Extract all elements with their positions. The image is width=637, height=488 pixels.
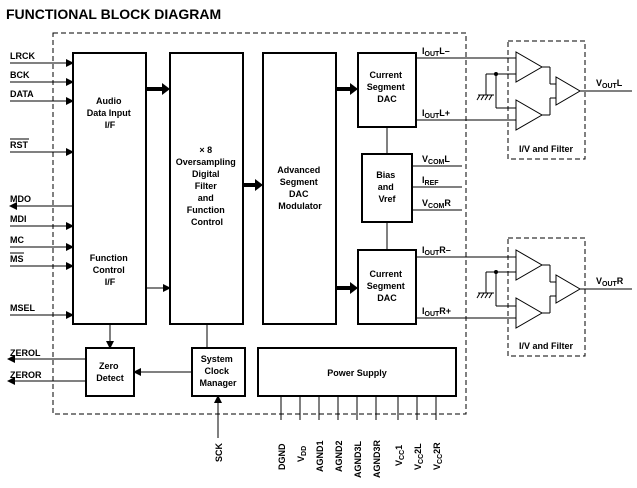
voutl-label: VOUTL — [596, 78, 623, 90]
pin-zerol: ZEROL — [10, 348, 41, 358]
function-control-if-label: Function Control I/F — [90, 253, 131, 287]
dac-bottom-label: Current Segment DAC — [367, 269, 408, 303]
iv-filter-top — [476, 40, 632, 160]
pin-zeror: ZEROR — [10, 370, 42, 380]
ioutr-plus-label: IOUTR+ — [422, 306, 451, 318]
interface-block — [72, 52, 147, 325]
pin-ms: MS — [10, 254, 24, 264]
pin-agnd2: AGND2 — [334, 440, 344, 472]
pin-mdo: MDO — [10, 194, 31, 204]
pin-vcc2l: VCC2L — [413, 443, 425, 470]
ioutl-plus-label: IOUTL+ — [422, 108, 450, 120]
audio-data-input-label: Audio Data Input I/F — [87, 96, 134, 130]
modulator-block — [262, 52, 337, 325]
pin-mdi: MDI — [10, 214, 27, 224]
ioutr-minus-label: IOUTR– — [422, 245, 451, 257]
dac-output-lines — [416, 57, 516, 319]
bias-output-lines — [412, 165, 462, 211]
dac-top-block — [357, 52, 417, 128]
pin-rst: RST — [10, 140, 29, 150]
pin-mc: MC — [10, 235, 24, 245]
voutr-label: VOUTR — [596, 276, 624, 288]
pin-data: DATA — [10, 89, 34, 99]
pin-dgnd: DGND — [277, 443, 287, 470]
pin-msel: MSEL — [10, 303, 36, 313]
pin-agnd3r: AGND3R — [372, 439, 382, 478]
zero-detect-label: Zero Detect — [96, 361, 124, 383]
vcoml-label: VCOML — [422, 154, 450, 166]
iv-filter-bottom-label: I/V and Filter — [519, 341, 574, 351]
filter-label: × 8 Oversampling Digital Filter and Func… — [176, 145, 239, 227]
iref-label: IREF — [422, 175, 439, 187]
diagram-title: FUNCTIONAL BLOCK DIAGRAM — [6, 6, 221, 22]
bus-arrows — [146, 83, 358, 294]
pin-bck: BCK — [10, 70, 30, 80]
input-lines — [9, 59, 74, 319]
filter-block — [169, 52, 244, 325]
pin-agnd3l: AGND3L — [353, 440, 363, 478]
clock-manager-block — [191, 347, 246, 397]
pin-vdd: VDD — [296, 446, 308, 462]
pin-vcc2r: VCC2R — [432, 442, 444, 470]
pin-lrck: LRCK — [10, 51, 35, 61]
power-pin-lines — [280, 396, 437, 420]
zero-detect-block — [85, 347, 135, 397]
bias-label: Bias and Vref — [376, 170, 398, 204]
vcomr-label: VCOMR — [422, 198, 451, 210]
pin-vcc1: VCC1 — [394, 445, 406, 466]
pin-sck: SCK — [214, 442, 224, 462]
dac-top-label: Current Segment DAC — [367, 70, 408, 104]
chip-boundary — [52, 32, 467, 415]
ioutl-minus-label: IOUTL– — [422, 46, 450, 58]
iv-filter-top-label: I/V and Filter — [519, 144, 574, 154]
iv-filter-bottom — [476, 237, 632, 357]
pin-agnd1: AGND1 — [315, 440, 325, 472]
clock-manager-label: System Clock Manager — [199, 354, 237, 388]
bias-block — [361, 153, 413, 223]
power-supply-label: Power Supply — [327, 368, 387, 378]
dac-bottom-block — [357, 249, 417, 325]
modulator-label: Advanced Segment DAC Modulator — [277, 165, 323, 211]
